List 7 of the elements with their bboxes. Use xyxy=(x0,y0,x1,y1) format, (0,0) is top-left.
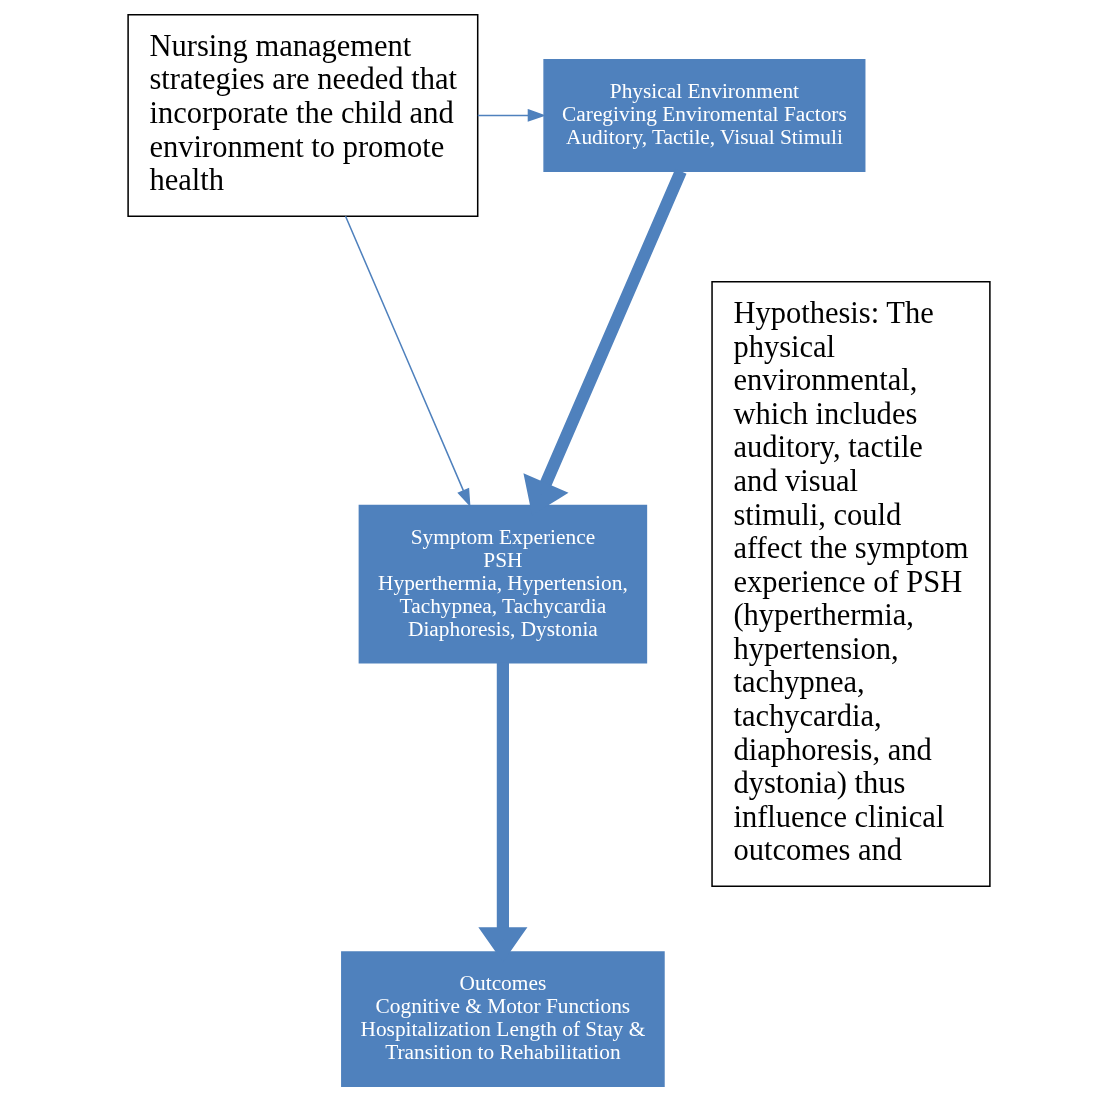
node-box: Hypothesis: The physical environmental, which includes auditory, tactile and visual stimuli, could affect the symptom experience of PSH (hyperthermia, hypertension, tachypnea, tachycardia, diaphoresis, and dystonia) thus influence clinical outcomes and xyxy=(710,281,991,888)
arrow xyxy=(476,109,546,122)
node-box: Physical Environment Caregiving Enviromental Factors Auditory, Tactile, Visual Stimuli xyxy=(542,58,865,172)
node-box: Nursing management strategies are needed that incorporate the child and environment to promote health xyxy=(126,13,478,217)
arrow xyxy=(344,215,470,508)
node-box: Outcomes Cognitive & Motor Functions Hospitalization Length of Stay & Transition to Rehabilitation xyxy=(340,951,665,1088)
node-box: Symptom Experience PSH Hyperthermia, Hypertension, Tachypnea, Tachycardia Diaphoresis, Dystonia xyxy=(358,504,647,664)
